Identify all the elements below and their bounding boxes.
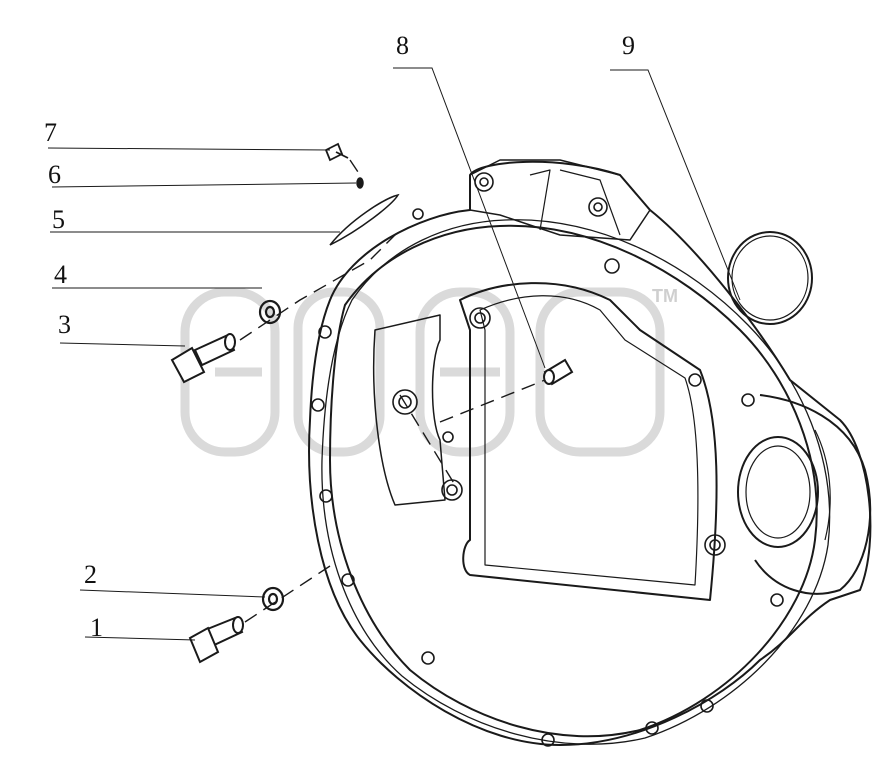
callout-label-1: 1 xyxy=(90,613,103,642)
callout-label-9: 9 xyxy=(622,31,635,60)
callout-label-4: 4 xyxy=(54,260,67,289)
washer-4 xyxy=(258,299,282,325)
o-ring xyxy=(727,231,813,325)
pin-6 xyxy=(356,177,364,189)
callout-label-8: 8 xyxy=(396,31,409,60)
watermark-tm: TM xyxy=(652,286,678,306)
watermark-logo xyxy=(180,287,665,457)
bolt-3 xyxy=(170,333,236,384)
gasket-5 xyxy=(329,193,400,246)
screw-7 xyxy=(324,142,349,162)
callout-label-3: 3 xyxy=(58,310,71,339)
dowel-pin xyxy=(543,358,574,386)
callout-label-7: 7 xyxy=(44,118,57,147)
flange-bolt-holes xyxy=(311,172,784,747)
callout-label-5: 5 xyxy=(52,205,65,234)
assembly-lines xyxy=(239,159,546,623)
bolt-1 xyxy=(188,616,244,664)
washer-2 xyxy=(261,586,285,612)
callout-label-6: 6 xyxy=(48,160,61,189)
flywheel-housing xyxy=(308,159,872,746)
callout-label-2: 2 xyxy=(84,560,97,589)
leader-lines xyxy=(47,67,741,641)
